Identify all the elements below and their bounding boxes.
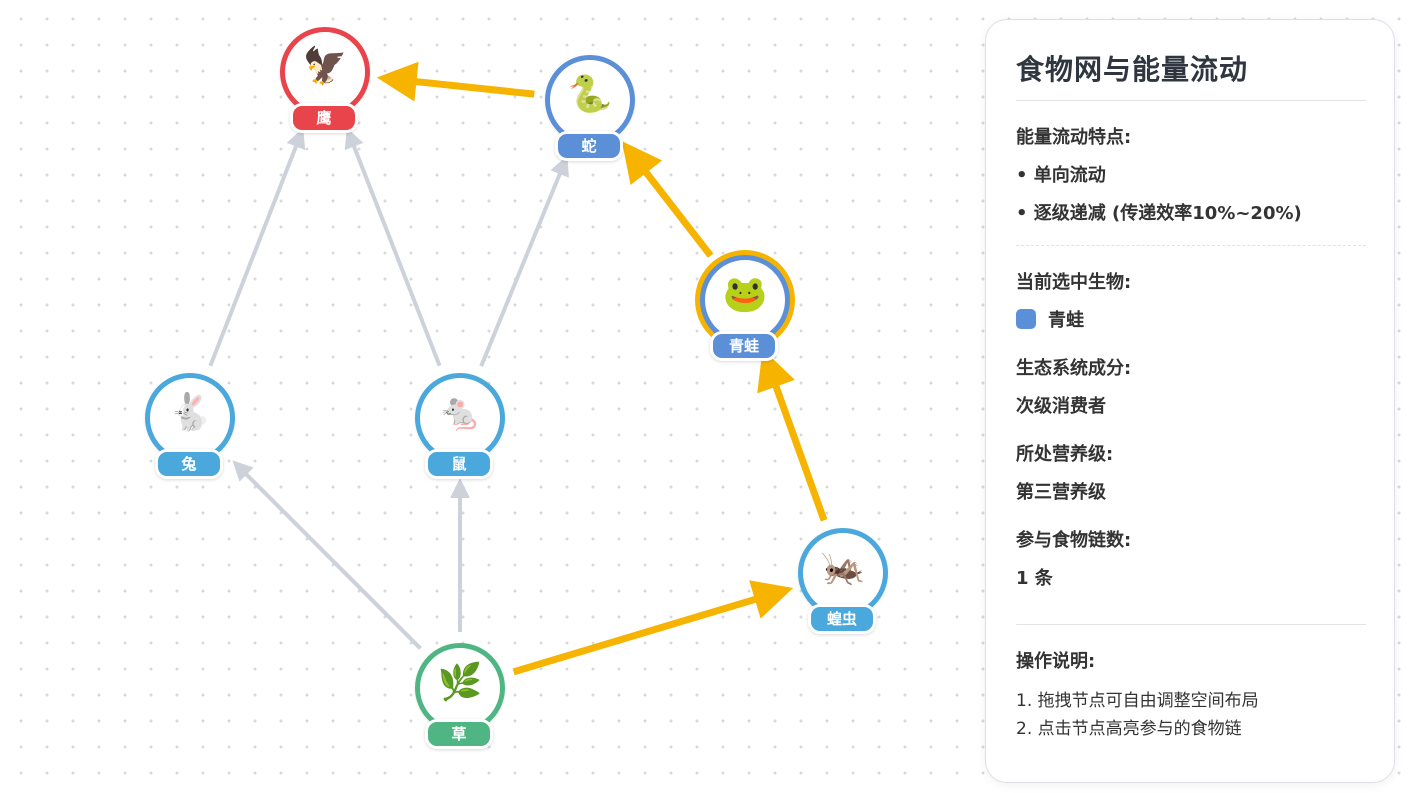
instruction-item: 2. 点击节点高亮参与的食物链 <box>1016 719 1242 739</box>
node-label: 鼠 <box>425 449 493 479</box>
node-label: 蛇 <box>555 131 623 161</box>
highlighted-edge-frog-snake <box>621 141 714 258</box>
edge-mouse-snake <box>479 155 569 367</box>
chain-count-value: 1 条 <box>1016 568 1053 589</box>
highlighted-edge-grass-grasshopper <box>512 580 794 676</box>
selected-organism: 青蛙 <box>1016 306 1366 332</box>
instructions-list: 1. 拖拽节点可自由调整空间布局 2. 点击节点高亮参与的食物链 <box>1016 687 1366 743</box>
grass-icon: 🌿 <box>437 662 483 703</box>
component-heading: 生态系统成分: <box>1016 358 1132 379</box>
node-label: 青蛙 <box>710 331 778 361</box>
node-snake[interactable]: 🐍蛇 <box>539 51 639 161</box>
edge-grass-rabbit <box>232 460 422 650</box>
selected-organism-heading: 当前选中生物: <box>1016 272 1132 293</box>
divider <box>1016 245 1366 246</box>
node-rabbit[interactable]: 🐇兔 <box>139 369 239 479</box>
frog-icon: 🐸 <box>722 274 768 315</box>
highlighted-edge-snake-eagle <box>376 61 535 102</box>
node-grass[interactable]: 🌿草 <box>409 639 509 749</box>
node-ring <box>798 528 888 618</box>
node-mouse[interactable]: 🐁鼠 <box>409 369 509 479</box>
flow-feature-item: • 单向流动 <box>1016 165 1106 186</box>
grasshopper-icon: 🦗 <box>820 547 866 588</box>
node-eagle[interactable]: 🦅鹰 <box>274 23 374 133</box>
selected-color-swatch <box>1016 309 1036 329</box>
node-label: 草 <box>425 719 493 749</box>
node-ring <box>145 373 235 463</box>
edge-rabbit-eagle <box>208 127 306 367</box>
highlighted-edge-grasshopper-frog <box>757 348 828 522</box>
node-grasshopper[interactable]: 🦗 蝗虫 <box>792 524 892 634</box>
snake-icon: 🐍 <box>567 74 613 115</box>
instruction-item: 1. 拖拽节点可自由调整空间布局 <box>1016 691 1259 711</box>
food-web-diagram <box>208 61 828 676</box>
flow-feature-item: • 逐级递减 (传递效率10%~20%) <box>1016 203 1302 224</box>
node-label: 蝗虫 <box>808 604 876 634</box>
info-panel: 食物网与能量流动 能量流动特点: • 单向流动 • 逐级递减 (传递效率10%~… <box>985 19 1395 783</box>
mouse-icon: 🐁 <box>437 392 483 433</box>
eagle-icon: 🦅 <box>302 46 348 87</box>
trophic-level-value: 第三营养级 <box>1016 482 1106 503</box>
panel-title: 食物网与能量流动 <box>1016 48 1366 101</box>
rabbit-icon: 🐇 <box>167 392 213 433</box>
instructions-heading: 操作说明: <box>1016 651 1096 672</box>
divider <box>1016 624 1366 625</box>
node-label: 鹰 <box>290 103 358 133</box>
selected-organism-name: 青蛙 <box>1048 310 1084 331</box>
edge-mouse-eagle <box>344 127 442 367</box>
trophic-level-heading: 所处营养级: <box>1016 444 1114 465</box>
component-value: 次级消费者 <box>1016 396 1106 417</box>
flow-features-heading: 能量流动特点: <box>1016 127 1132 148</box>
chain-count-heading: 参与食物链数: <box>1016 530 1132 551</box>
node-frog[interactable]: 🐸 青蛙 <box>694 251 794 361</box>
node-label: 兔 <box>155 449 223 479</box>
